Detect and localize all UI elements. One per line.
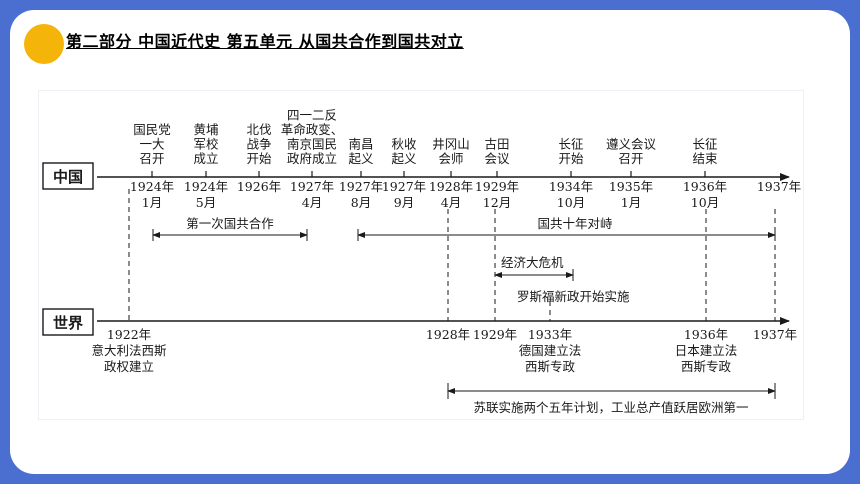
china-event-label: 黄埔 — [193, 122, 219, 137]
china-event-label: 古田 — [484, 137, 509, 152]
slide-card: 第二部分 中国近代史 第五单元 从国共合作到国共对立 中国 世界 — [10, 10, 850, 474]
china-event-date: 1927年 — [339, 179, 383, 194]
china-event-label: 四一二反 — [287, 108, 337, 123]
china-event-date: 4月 — [441, 195, 461, 210]
china-event-date: 1928年 — [429, 179, 473, 194]
china-event-label: 开始 — [558, 151, 584, 166]
china-event-label: 井冈山 — [432, 137, 470, 152]
china-event-date: 1924年 — [130, 179, 174, 194]
world-event-date: 1928年 — [426, 327, 470, 342]
header-dot — [24, 24, 64, 64]
china-event-label: 结束 — [692, 151, 718, 166]
china-event-date: 1934年 — [549, 179, 593, 194]
china-event-label: 会议 — [484, 151, 510, 166]
world-event-date: 1936年 — [684, 327, 728, 342]
world-event-date: 1929年 — [473, 327, 517, 342]
china-event-label: 起义 — [348, 151, 374, 166]
china-event-date: 1927年 — [290, 179, 334, 194]
china-event-label: 国民党 — [133, 122, 171, 137]
china-event-label: 北伐 — [246, 122, 271, 137]
china-event-label: 会师 — [438, 151, 463, 166]
china-event-date: 10月 — [691, 195, 719, 210]
china-event-date: 1929年 — [475, 179, 519, 194]
china-event-label: 成立 — [193, 151, 218, 166]
world-event-label: 意大利法西斯 — [91, 343, 166, 358]
china-label: 中国 — [53, 168, 83, 186]
china-event-date: 12月 — [483, 195, 511, 210]
china-event-date: 1月 — [142, 195, 162, 210]
china-event-label: 政府成立 — [287, 151, 337, 166]
span-soviet-plans-label: 苏联实施两个五年计划，工业总产值跃居欧洲第一 — [473, 400, 748, 415]
china-events: 国民党一大召开1924年1月黄埔军校成立1924年5月北伐战争开始1926年四一… — [130, 108, 801, 211]
china-event-date: 1936年 — [683, 179, 727, 194]
new-deal-label: 罗斯福新政开始实施 — [517, 289, 630, 304]
world-event-date: 1933年 — [528, 327, 572, 342]
china-event-label: 南京国民 — [287, 137, 337, 152]
china-event-label: 起义 — [391, 151, 417, 166]
china-event-label: 开始 — [246, 151, 272, 166]
china-event-label: 召开 — [618, 151, 643, 166]
world-event-date: 1937年 — [753, 327, 797, 342]
world-label: 世界 — [53, 314, 83, 332]
span-ten-year-label: 国共十年对峙 — [537, 216, 613, 231]
timeline-svg: 中国 世界 国民党一大召开1924年1月黄埔军校成立1924年5月北伐战争开始1… — [42, 108, 801, 415]
china-event-date: 5月 — [196, 195, 216, 210]
world-event-label: 西斯专政 — [525, 359, 576, 374]
world-event-date: 1922年 — [107, 327, 151, 342]
world-label-box — [42, 308, 94, 336]
china-event-label: 战争 — [246, 137, 271, 152]
span-economic-crisis-label: 经济大危机 — [501, 255, 564, 270]
china-event-label: 召开 — [139, 151, 164, 166]
china-event-label: 长征 — [558, 137, 584, 152]
page-title: 第二部分 中国近代史 第五单元 从国共合作到国共对立 — [66, 32, 464, 51]
china-event-label: 南昌 — [348, 137, 373, 152]
china-event-label: 遵义会议 — [606, 137, 657, 152]
china-event-date: 9月 — [394, 195, 414, 210]
china-event-label: 秋收 — [391, 137, 417, 152]
world-event-label: 政权建立 — [104, 359, 154, 374]
china-event-label: 军校 — [193, 137, 219, 152]
china-event-label: 革命政变、 — [281, 122, 344, 137]
world-event-label: 日本建立法 — [675, 343, 738, 358]
world-event-label: 西斯专政 — [681, 359, 732, 374]
china-event-date: 1927年 — [382, 179, 426, 194]
china-event-date: 4月 — [302, 195, 322, 210]
china-event-date: 10月 — [557, 195, 585, 210]
china-event-date: 1937年 — [757, 179, 801, 194]
china-label-box — [42, 162, 94, 190]
world-event-label: 德国建立法 — [519, 343, 582, 358]
span-first-cooperation-label: 第一次国共合作 — [186, 216, 274, 231]
china-event-date: 1924年 — [184, 179, 228, 194]
china-event-date: 1月 — [621, 195, 641, 210]
china-event-date: 1935年 — [609, 179, 653, 194]
china-event-label: 长征 — [692, 137, 718, 152]
china-event-date: 1926年 — [237, 179, 281, 194]
china-event-label: 一大 — [139, 137, 164, 152]
china-event-date: 8月 — [351, 195, 371, 210]
